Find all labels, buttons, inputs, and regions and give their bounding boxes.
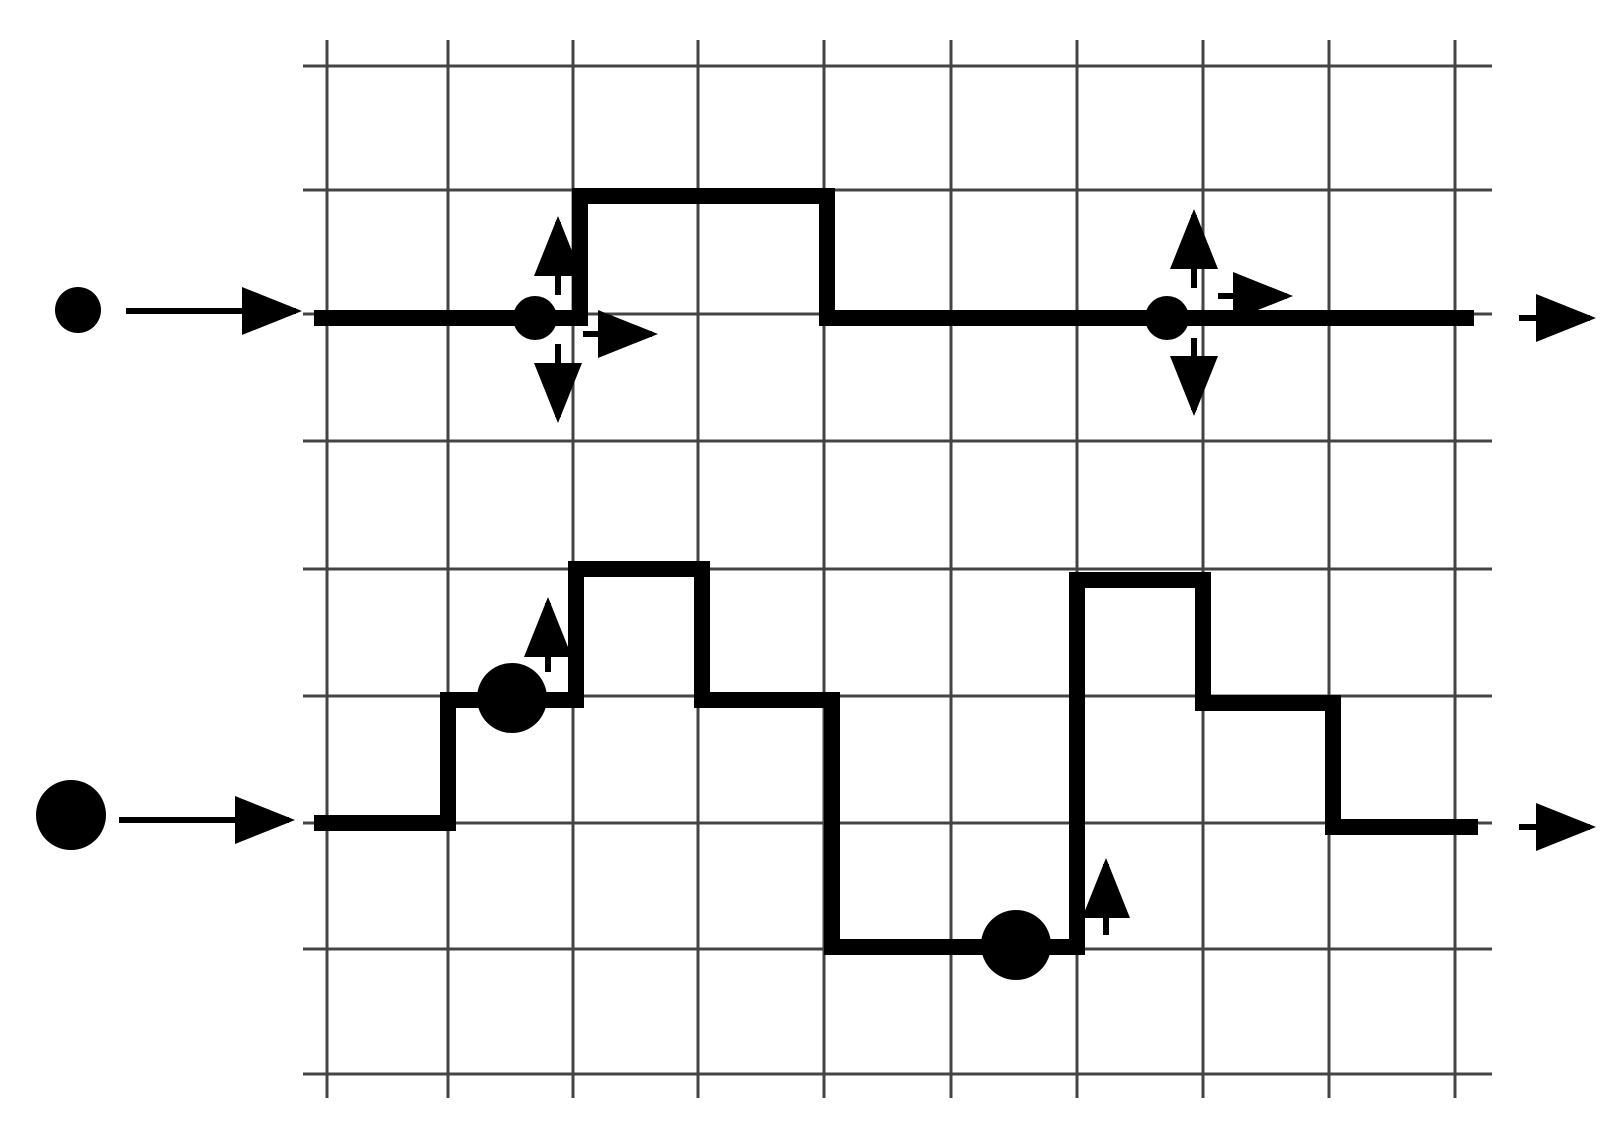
ball-upper-2 (1145, 296, 1189, 340)
tracks (314, 188, 1478, 955)
track-upper (314, 188, 1474, 326)
ball-lower-1 (477, 663, 547, 733)
ball-upper-1 (513, 296, 557, 340)
ball-lower-2 (981, 910, 1051, 980)
balls-and-arrows (36, 209, 1596, 980)
track-lower (314, 561, 1478, 955)
ball-lower-start (36, 780, 106, 850)
ball-upper-start (55, 287, 101, 333)
